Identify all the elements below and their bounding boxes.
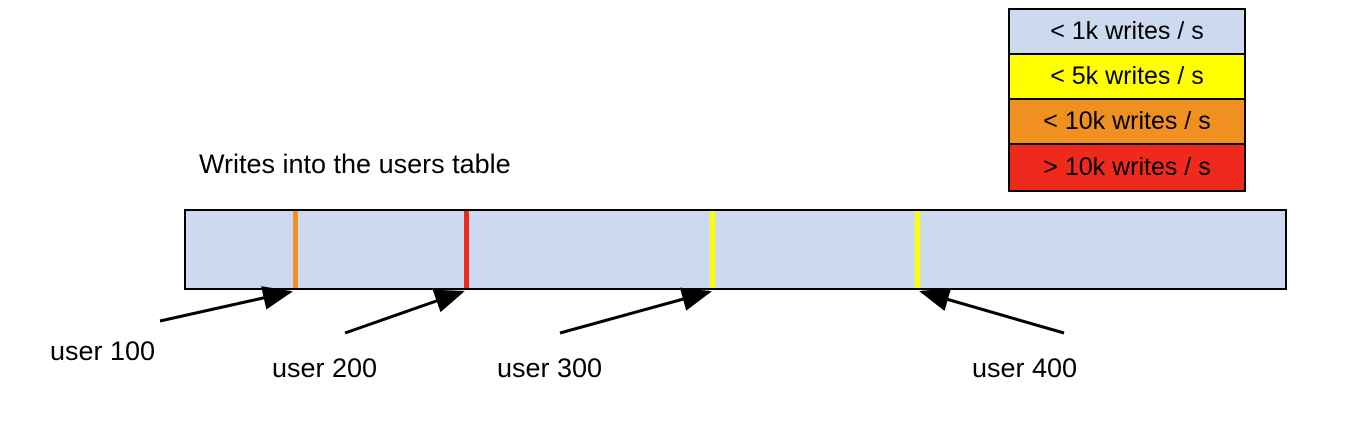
label-user-400: user 400 xyxy=(972,353,1078,383)
marker-user-300 xyxy=(710,211,716,288)
arrow-user-100 xyxy=(159,286,293,323)
marker-user-100 xyxy=(292,211,298,288)
legend-item-gt-10k: > 10k writes / s xyxy=(1010,145,1244,190)
marker-user-400 xyxy=(914,211,920,288)
label-user-100: user 100 xyxy=(50,336,156,366)
legend-item-label: < 1k writes / s xyxy=(1050,17,1204,45)
label-user-200: user 200 xyxy=(272,353,378,383)
legend-item-label: > 10k writes / s xyxy=(1043,153,1211,181)
users-table-keyspace-bar xyxy=(184,209,1287,290)
legend-item-lt-1k: < 1k writes / s xyxy=(1010,10,1244,55)
legend-item-label: < 10k writes / s xyxy=(1043,107,1211,135)
arrow-user-300 xyxy=(559,287,712,335)
legend-item-label: < 5k writes / s xyxy=(1050,62,1204,90)
legend-item-lt-5k: < 5k writes / s xyxy=(1010,55,1244,100)
arrow-user-400 xyxy=(919,287,1065,335)
label-user-300: user 300 xyxy=(497,353,603,383)
marker-user-200 xyxy=(464,211,470,288)
legend: < 1k writes / s < 5k writes / s < 10k wr… xyxy=(1008,8,1246,192)
legend-item-lt-10k: < 10k writes / s xyxy=(1010,100,1244,145)
chart-title: Writes into the users table xyxy=(199,149,511,179)
arrow-user-200 xyxy=(344,289,465,335)
